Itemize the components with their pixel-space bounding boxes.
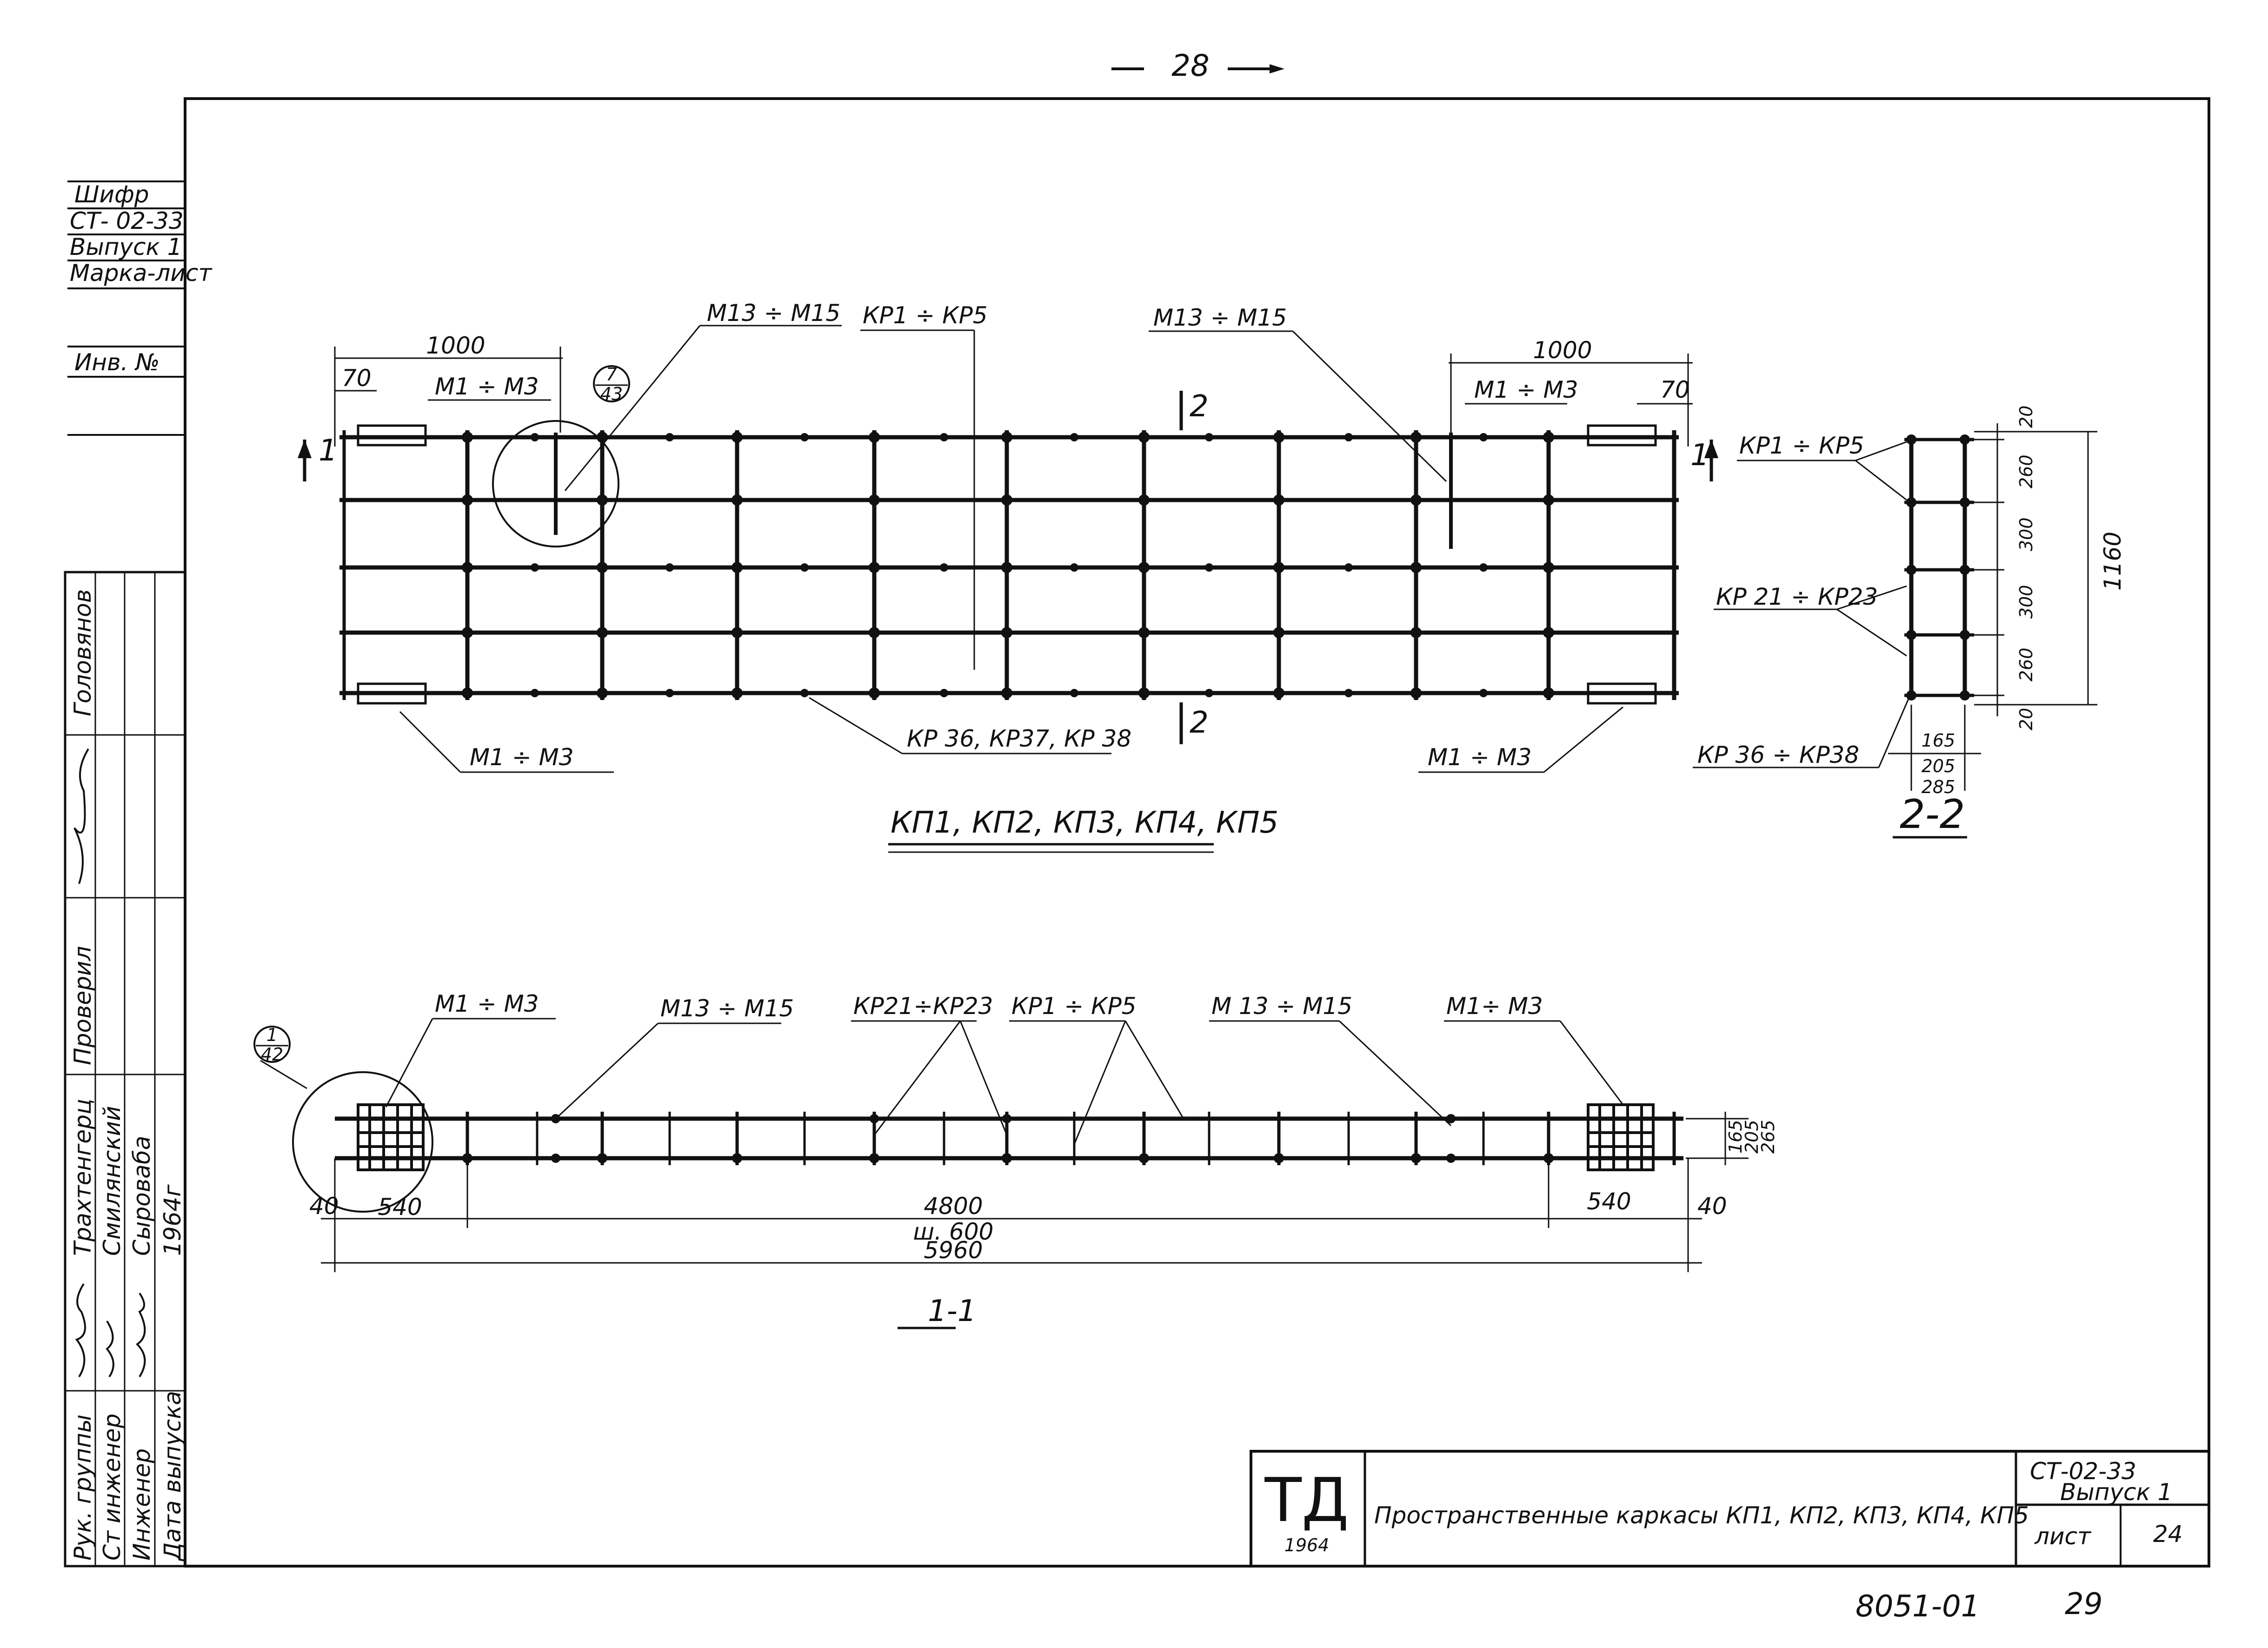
section22-dim-285: 285 [1922, 777, 1955, 797]
section11-label-m1-m3-right: М1÷ М3 [1446, 993, 1543, 1020]
plan-label-kr36-38: КР 36, КР37, КР 38 [907, 725, 1131, 752]
title-block: ТД 1964 Пространственные каркасы КП1, КП… [1250, 1450, 2210, 1568]
approval-name-group-lead: Трахтенгерц [69, 1099, 96, 1256]
approval-role-release-date: Дата выпуска [159, 1391, 186, 1561]
section22-dim-total: 1160 [2099, 532, 2126, 591]
section22-dim-205: 205 [1922, 756, 1955, 776]
title-text: Пространственные каркасы КП1, КП2, КП3, … [1374, 1502, 2029, 1529]
approval-role-group-lead: Рук. группы [69, 1414, 96, 1561]
approval-checked-label: Проверил [69, 946, 96, 1065]
section11-dim-540-right: 540 [1587, 1188, 1631, 1215]
footer-order-number: 8051-01 [1856, 1589, 1980, 1624]
plan-label-m1-m3-top-right: М1 ÷ М3 [1474, 376, 1578, 403]
section11-label-kr1-kr5: КР1 ÷ КР5 [1011, 993, 1137, 1020]
plan-section-1-left: 1 [319, 434, 338, 468]
section11-label-kr21-kr23: КР21÷КР23 [853, 993, 993, 1020]
approval-name-date: 1964г [159, 1184, 186, 1256]
section11-label-m13-m15-left: М13 ÷ М15 [660, 995, 794, 1022]
section22-dim-260-top: 260 [2016, 454, 2036, 488]
plan-section-1-right: 1 [1690, 438, 1709, 473]
section22-label-kr36-kr38: КР 36 ÷ КР38 [1697, 741, 1859, 768]
approval-role-senior-engineer: Ст инженер [99, 1414, 126, 1561]
section11-dim-pitch: ш. 600 [913, 1218, 994, 1245]
section-1-1: 1 42 М1 ÷ М3 М13 ÷ М15 КР21÷КР23 КР1 ÷ К… [253, 990, 1778, 1329]
page-number: 28 [1171, 49, 1209, 83]
footer-page-right: 29 [2065, 1587, 2102, 1621]
title-sheet-label: лист [2034, 1523, 2092, 1550]
title-logo: ТД [1264, 1465, 1349, 1535]
plan-dim-1000-left: 1000 [426, 332, 485, 359]
plan-section-2-bottom: 2 [1190, 706, 1209, 740]
section22-title: 2-2 [1900, 791, 1965, 838]
section11-title: 1-1 [928, 1294, 977, 1328]
approval-checker-name: Головянов [69, 589, 96, 716]
section22-label-kr1-kr5: КР1 ÷ КР5 [1739, 432, 1864, 459]
plan-view: 1000 70 1000 70 М1 ÷ М3 М1 ÷ М3 М13 ÷ М1… [298, 300, 1718, 853]
section22-dim-300-a: 300 [2016, 517, 2036, 551]
signature-4 [135, 1292, 146, 1378]
plan-node-ref-den: 43 [600, 384, 623, 404]
section22-dim-165: 165 [1922, 730, 1955, 751]
title-code: СТ-02-33 [2030, 1458, 2136, 1485]
plan-label-m1-m3-top-left: М1 ÷ М3 [435, 373, 539, 400]
approval-name-engineer: Сыроваба [128, 1136, 155, 1256]
plan-label-m13-m15-left: М13 ÷ М15 [707, 300, 840, 327]
approval-role-engineer: Инженер [128, 1448, 155, 1561]
section11-node-ref-den: 42 [261, 1044, 283, 1065]
section11-dim-4800: 4800 [924, 1193, 983, 1220]
section-2-2: 20 260 300 300 260 20 1160 165 205 285 К… [1693, 406, 2126, 839]
section11-height-205: 205 [1742, 1120, 1762, 1154]
plan-dim-70-left: 70 [342, 365, 372, 392]
section22-dim-260-bottom: 260 [2016, 647, 2036, 681]
plan-label-m13-m15-right: М13 ÷ М15 [1153, 304, 1287, 331]
cipher-stamp: Шифр СТ- 02-33 Выпуск 1 Марка-лист Инв. … [67, 180, 213, 436]
stamp-cipher-value: СТ- 02-33 [70, 207, 184, 234]
plan-section-2-top: 2 [1190, 389, 1209, 424]
title-logo-year: 1964 [1284, 1535, 1330, 1555]
stamp-inv-no: Инв. № [74, 349, 160, 376]
section22-dim-20-top: 20 [2016, 406, 2036, 428]
plan-view-title: КП1, КП2, КП3, КП4, КП5 [891, 806, 1278, 840]
approval-name-senior-engineer: Смилянский [99, 1106, 126, 1256]
section22-label-kr21-kr23: КР 21 ÷ КР23 [1716, 583, 1878, 610]
plan-node-ref-num: 7 [606, 364, 617, 385]
plan-dim-1000-right: 1000 [1533, 337, 1592, 364]
section11-dim-40-right: 40 [1697, 1193, 1727, 1220]
stamp-mark-sheet: Марка-лист [70, 260, 213, 287]
section11-dim-540-left: 540 [378, 1194, 422, 1221]
plan-label-m1-m3-bottom-left: М1 ÷ М3 [470, 744, 574, 771]
approvals-table: Рук. группы Ст инженер Инженер Дата выпу… [64, 571, 186, 1568]
section11-label-m1-m3-left: М1 ÷ М3 [435, 990, 539, 1017]
title-issue: Выпуск 1 [2060, 1479, 2172, 1506]
section11-height-265: 265 [1758, 1120, 1778, 1154]
section11-node-ref-num: 1 [266, 1025, 278, 1045]
section22-dim-20-bottom: 20 [2016, 708, 2036, 730]
section11-label-m13-m15-right: М 13 ÷ М15 [1211, 993, 1352, 1020]
section22-dim-300-b: 300 [2016, 585, 2036, 619]
signature-3 [106, 1320, 114, 1378]
section11-dim-40-left: 40 [309, 1193, 339, 1220]
plan-label-kr1-kr5: КР1 ÷ КР5 [863, 302, 988, 329]
signature-1 [73, 748, 89, 884]
stamp-cipher-label: Шифр [74, 181, 149, 208]
stamp-issue: Выпуск 1 [70, 234, 182, 260]
section11-dim-5960: 5960 [924, 1237, 983, 1264]
plan-dim-70-right: 70 [1660, 376, 1690, 403]
section11-height-165: 165 [1725, 1120, 1746, 1154]
signature-2 [75, 1283, 86, 1378]
title-sheet-number: 24 [2153, 1521, 2183, 1548]
plan-label-m1-m3-bottom-right: М1 ÷ М3 [1428, 744, 1532, 771]
